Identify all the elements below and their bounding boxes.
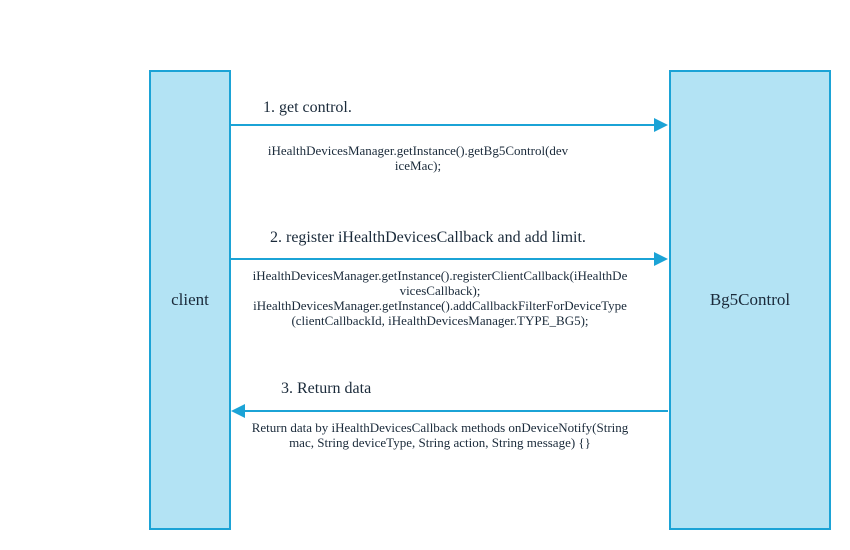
bg5control-label: Bg5Control: [709, 290, 791, 309]
step-3-title: 3. Return data: [281, 380, 372, 397]
step-2-code: iHealthDevicesManager.getInstance().regi…: [253, 268, 628, 328]
arrow-return-data-head: [231, 404, 245, 418]
arrow-get-control-head: [654, 118, 668, 132]
step-2-code-line: iHealthDevicesManager.getInstance().addC…: [253, 298, 627, 313]
step-3-code-line: Return data by iHealthDevicesCallback me…: [251, 420, 629, 435]
step-2-code-line: (clientCallbackId, iHealthDevicesManager…: [291, 313, 589, 328]
step-3-code: Return data by iHealthDevicesCallback me…: [252, 420, 629, 450]
arrow-register-callback-head: [654, 252, 668, 266]
step-1-code-line: iHealthDevicesManager.getInstance().getB…: [267, 143, 569, 158]
bg5control-lifeline-box: Bg5Control: [669, 70, 831, 530]
step-2-code-line: iHealthDevicesManager.getInstance().regi…: [252, 268, 628, 283]
step-1-title: 1. get control.: [263, 99, 352, 116]
step-2-code-line: vicesCallback);: [399, 283, 481, 298]
client-lifeline-box: client: [149, 70, 231, 530]
step-1-code-line: iceMac);: [394, 158, 442, 173]
step-3-code-line: mac, String deviceType, String action, S…: [289, 435, 591, 450]
step-1-code: iHealthDevicesManager.getInstance().getB…: [268, 143, 568, 173]
client-label: client: [171, 290, 209, 309]
step-2-title: 2. register iHealthDevicesCallback and a…: [270, 229, 586, 246]
